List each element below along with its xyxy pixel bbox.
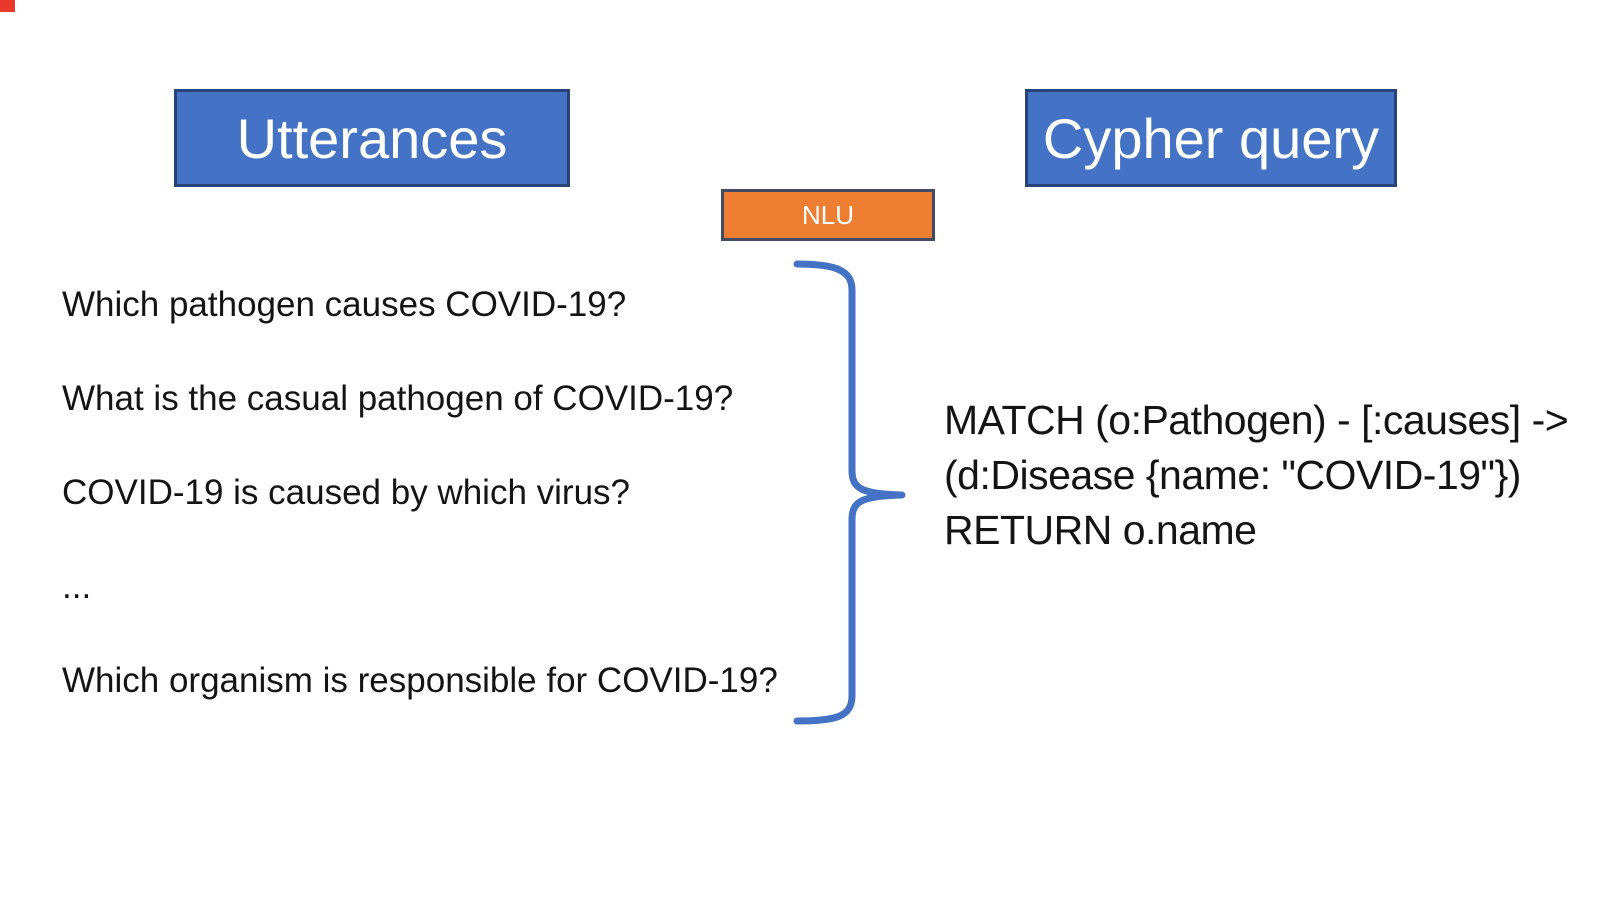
utterance-line: Which organism is responsible for COVID-… [62,661,778,700]
recording-indicator-square [0,0,15,12]
cypher-query-line: RETURN o.name [944,507,1257,553]
nlu-box: NLU [721,189,935,241]
utterance-line: COVID-19 is caused by which virus? [62,473,630,512]
cypher-query-text: MATCH (o:Pathogen) - [:causes] -> (d:Dis… [944,393,1569,558]
utterance-line: What is the casual pathogen of COVID-19? [62,379,734,418]
utterance-line: ... [62,567,92,606]
curly-brace-connector [793,260,906,725]
cypher-query-header-label: Cypher query [1042,106,1380,170]
cypher-query-line: MATCH (o:Pathogen) - [:causes] -> [944,397,1569,443]
cypher-query-line: (d:Disease {name: "COVID-19"}) [944,452,1521,498]
utterance-list: Which pathogen causes COVID-19? What is … [62,258,778,728]
curly-brace-path [793,260,906,725]
cypher-query-header-box: Cypher query [1025,89,1397,187]
utterances-header-box: Utterances [174,89,570,187]
utterance-line: Which pathogen causes COVID-19? [62,285,627,324]
nlu-label: NLU [801,199,854,230]
utterances-header-label: Utterances [236,106,508,170]
